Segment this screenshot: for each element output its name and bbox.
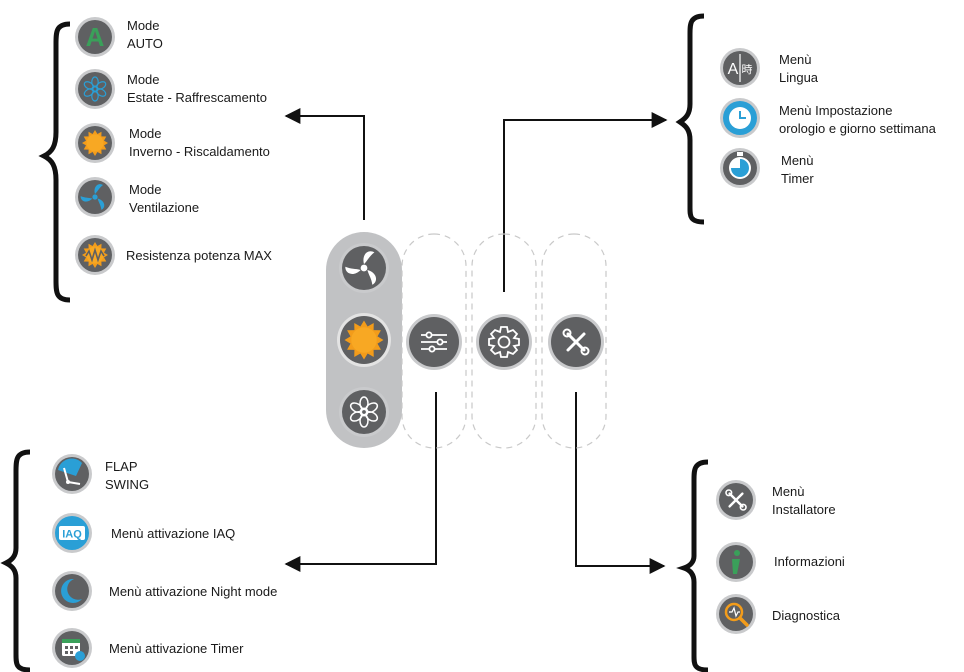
top-right-brace [675,13,705,225]
diagnostics-icon [716,594,756,634]
language-icon: A 時 [720,48,760,88]
svg-text:A: A [728,61,739,78]
sliders-button[interactable] [406,314,462,370]
info-icon [716,542,756,582]
label-menu-iaq: Menù attivazione IAQ [111,526,236,541]
svg-text:IAQ: IAQ [62,529,82,541]
stopwatch-icon [720,148,760,188]
svg-text:時: 時 [742,63,753,76]
bottom-right-brace [676,459,709,672]
top-left-brace [38,21,71,303]
connector-functions [284,392,437,572]
dashed-slot [541,233,607,449]
fan-icon [75,177,115,217]
tools-icon [716,480,756,520]
auto-mode-icon: A [75,17,115,57]
clock-icon [720,98,760,138]
connector-modes [284,108,365,220]
moon-icon [52,571,92,611]
dashed-slot [471,233,537,449]
connector-tools [575,392,666,574]
label-menu-night: Menù attivazione Night mode [109,584,278,599]
dashed-slot [401,233,467,449]
flap-swing-icon [52,454,92,494]
sun-button[interactable] [337,313,391,367]
calendar-timer-icon [52,628,92,668]
iaq-icon: IAQ [52,513,92,553]
svg-text:A: A [86,22,105,52]
label-diagnostics: Diagnostica [772,608,840,623]
heater-resistance-icon [75,235,115,275]
sun-icon [75,123,115,163]
connector-settings [503,112,668,292]
label-max-power: Resistenza potenza MAX [126,248,272,263]
gear-button[interactable] [476,314,532,370]
label-menu-timer-activation: Menù attivazione Timer [109,641,244,656]
fan-button[interactable] [339,243,389,293]
label-information: Informazioni [774,554,845,569]
tools-button[interactable] [548,314,604,370]
bottom-left-brace [0,449,31,672]
snowflake-icon [75,69,115,109]
snowflake-button[interactable] [339,387,389,437]
